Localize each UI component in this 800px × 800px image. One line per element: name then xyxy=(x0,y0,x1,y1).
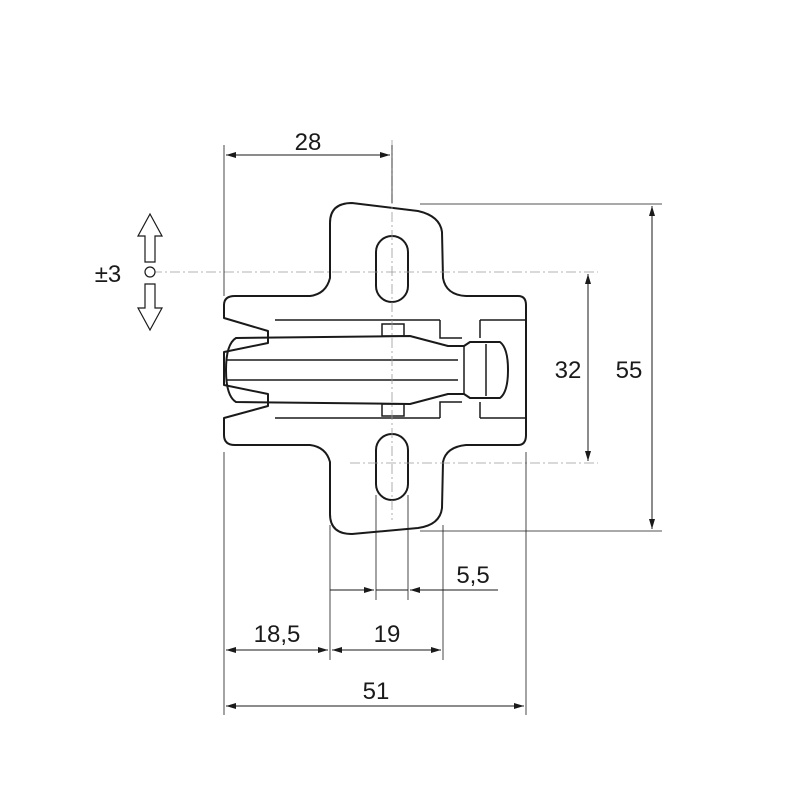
label-hole-spacing: 32 xyxy=(555,357,582,384)
extension-lines xyxy=(223,145,662,715)
label-slot-width: 5,5 xyxy=(456,562,489,589)
label-left-offset: 18,5 xyxy=(254,621,301,648)
centerlines xyxy=(152,140,598,520)
label-overall-height: 55 xyxy=(616,357,643,384)
label-overall-width: 51 xyxy=(363,678,390,705)
label-top-width: 28 xyxy=(295,129,322,156)
adjust-center-circle-icon xyxy=(144,266,156,278)
mounting-plate-outline xyxy=(223,202,527,535)
label-adjust-range: ±3 xyxy=(95,261,122,288)
label-plate-width: 19 xyxy=(374,621,401,648)
adjust-up-arrow-icon xyxy=(136,212,164,263)
adjust-down-arrow-icon xyxy=(136,283,164,332)
